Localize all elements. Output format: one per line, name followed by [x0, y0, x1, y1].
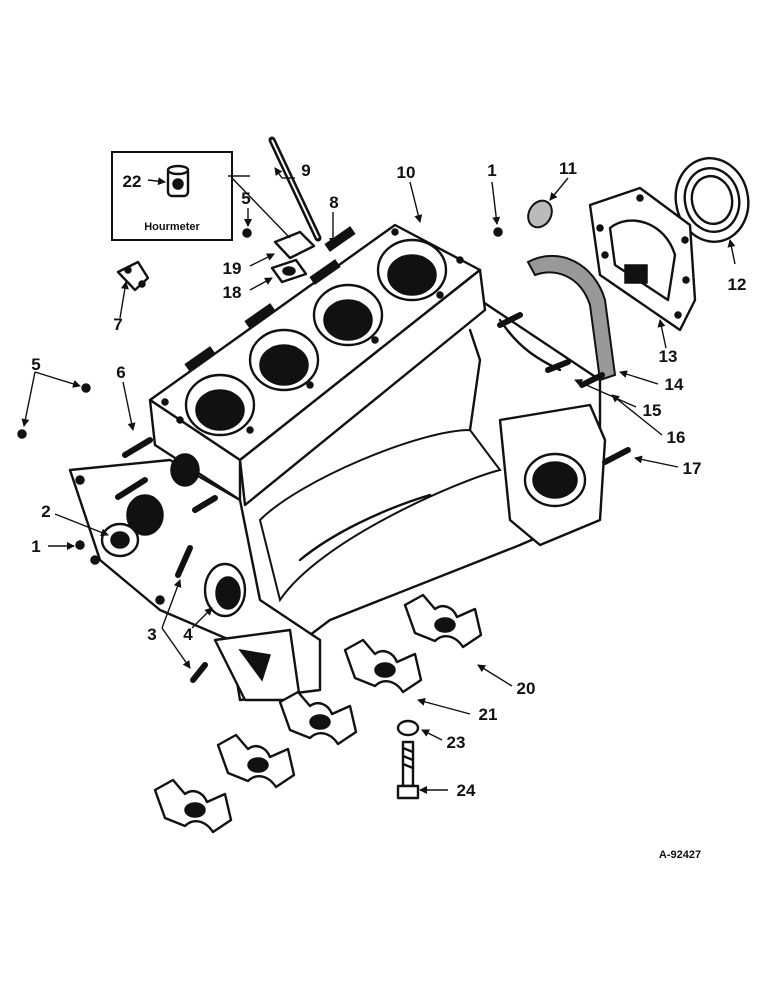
plug-part-4 — [203, 562, 247, 618]
drawing-number: A-92427 — [659, 849, 701, 861]
callout-10: 10 — [397, 163, 416, 182]
dowel-pins — [115, 312, 631, 683]
callout-23: 23 — [447, 733, 466, 752]
gasket-part-18 — [270, 258, 308, 284]
washer-part-23 — [396, 719, 420, 737]
callout-15: 15 — [643, 401, 662, 420]
leader-lines — [21, 167, 736, 794]
cylinder-block — [68, 223, 607, 702]
plug-part-11 — [527, 199, 553, 229]
callout-13: 13 — [659, 347, 678, 366]
callout-4: 4 — [183, 625, 193, 644]
callout-18: 18 — [223, 283, 242, 302]
callout-5-inset: 5 — [241, 189, 250, 208]
callout-3: 3 — [147, 625, 156, 644]
hourmeter-part-22 — [166, 164, 190, 198]
callout-17: 17 — [683, 459, 702, 478]
callout-2: 2 — [41, 502, 50, 521]
bearing-caps — [153, 593, 483, 834]
callout-5-left: 5 — [31, 355, 40, 374]
callout-20: 20 — [517, 679, 536, 698]
callout-8: 8 — [329, 193, 338, 212]
callout-16: 16 — [667, 428, 686, 447]
callout-9: 9 — [301, 161, 310, 180]
stud-part-9 — [268, 136, 322, 242]
bolt-part-24 — [396, 740, 420, 800]
cylinder-bores — [184, 238, 448, 437]
callout-6: 6 — [116, 363, 125, 382]
callout-7: 7 — [113, 315, 122, 334]
inset-caption: Hourmeter — [144, 221, 200, 233]
callout-1-front: 1 — [31, 537, 40, 556]
callout-22: 22 — [123, 172, 142, 191]
small-plugs — [17, 227, 503, 550]
callout-1-top: 1 — [487, 161, 496, 180]
retainer-part-13 — [588, 186, 697, 332]
bushing-part-2 — [100, 522, 140, 558]
callout-12: 12 — [728, 275, 747, 294]
gasket-part-14 — [526, 254, 617, 382]
callout-labels: 1 1 2 3 4 5 5 6 7 8 9 10 11 12 13 14 15 … — [31, 159, 746, 800]
fitting-part-7 — [116, 260, 150, 292]
callout-14: 14 — [665, 375, 684, 394]
callout-19: 19 — [223, 259, 242, 278]
cover-part-19 — [273, 230, 316, 260]
callout-21: 21 — [479, 705, 498, 724]
callout-24: 24 — [457, 781, 476, 800]
callout-11: 11 — [559, 159, 577, 178]
seal-ring-part-12 — [674, 157, 750, 243]
hourmeter-inset: Hourmeter — [111, 151, 233, 241]
